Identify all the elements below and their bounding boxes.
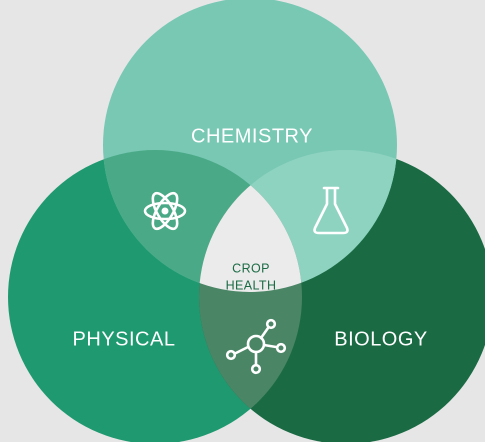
flask-icon xyxy=(313,186,349,235)
crop-health-label-line1: CROP xyxy=(232,261,270,275)
crop-health-label-line2: HEALTH xyxy=(226,278,277,292)
atom-icon xyxy=(143,191,187,231)
molecule-network-icon xyxy=(225,318,287,375)
crop-health-overlap xyxy=(199,150,302,292)
chemistry-label: CHEMISTRY xyxy=(191,125,313,147)
physical-label: PHYSICAL xyxy=(73,328,176,350)
biology-label: BIOLOGY xyxy=(334,328,428,350)
